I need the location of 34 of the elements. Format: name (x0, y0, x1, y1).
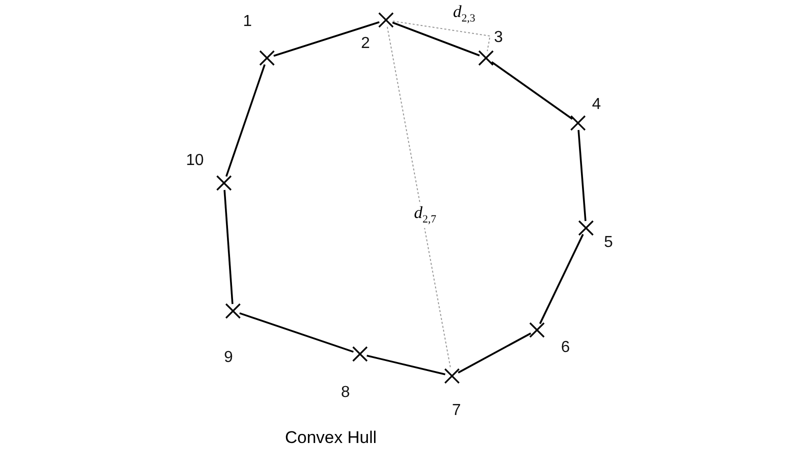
hull-edge (458, 332, 532, 374)
cross-mark (378, 12, 394, 28)
point-number: 4 (592, 96, 601, 114)
point-number: 6 (561, 339, 570, 357)
distance-line (392, 20, 491, 52)
caption: Convex Hull (285, 428, 377, 448)
hull-edge (578, 130, 586, 222)
cross-mark (570, 115, 586, 131)
point-number: 8 (341, 384, 350, 402)
hull-edge (491, 61, 573, 120)
cross-mark (225, 303, 241, 319)
hull-edge (366, 354, 446, 376)
cross-mark (578, 220, 594, 236)
hull-edge (539, 234, 584, 324)
hull-edge (224, 190, 234, 304)
point-number: 7 (452, 402, 461, 420)
point-number: 10 (186, 152, 204, 170)
hull-edge (273, 21, 380, 57)
point-number: 9 (224, 349, 233, 367)
hull-edge (225, 64, 266, 177)
cross-mark (216, 175, 232, 191)
hull-edge (392, 22, 480, 56)
cross-mark (259, 50, 275, 66)
hull-edge (239, 312, 354, 353)
cross-mark (352, 346, 368, 362)
cross-mark (478, 50, 494, 66)
point-number: 1 (243, 13, 252, 31)
point-number: 5 (604, 234, 613, 252)
point-number: 2 (361, 35, 370, 53)
edge-label: d$_{2,7}$ (413, 204, 438, 228)
distance-line (386, 26, 452, 370)
cross-mark (444, 368, 460, 384)
cross-mark (529, 322, 545, 338)
point-number: 3 (494, 29, 503, 47)
